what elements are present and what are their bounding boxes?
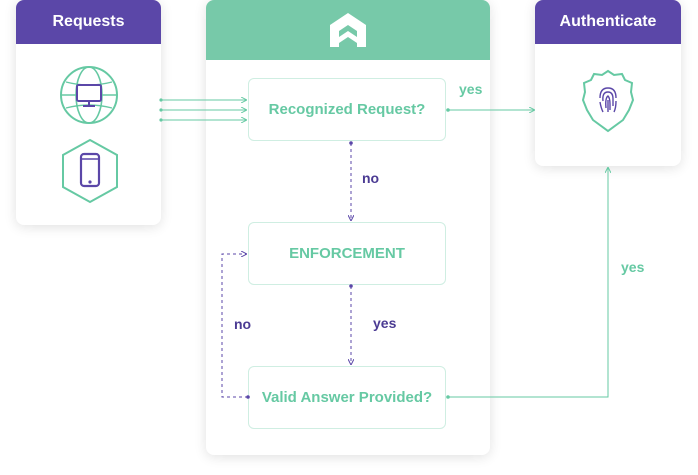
globe-monitor-icon bbox=[58, 64, 120, 131]
label-recognized-no: no bbox=[362, 170, 380, 186]
node-enforcement: ENFORCEMENT bbox=[248, 222, 446, 285]
authenticate-title: Authenticate bbox=[535, 0, 681, 44]
requests-card: Requests bbox=[16, 0, 161, 225]
fingerprint-shield-icon bbox=[581, 68, 635, 139]
hexagon-phone-icon bbox=[59, 138, 121, 209]
requests-title: Requests bbox=[16, 0, 161, 44]
node-valid-answer: Valid Answer Provided? bbox=[248, 366, 446, 429]
label-valid-no: no bbox=[234, 316, 252, 332]
logo-icon bbox=[330, 13, 366, 47]
label-valid-yes: yes bbox=[621, 259, 645, 275]
node-recognized-request: Recognized Request? bbox=[248, 78, 446, 141]
process-panel: Recognized Request? ENFORCEMENT Valid An… bbox=[206, 0, 490, 455]
panel-header bbox=[206, 0, 490, 60]
label-enforcement-yes: yes bbox=[373, 315, 397, 331]
label-recognized-yes: yes bbox=[459, 81, 483, 97]
authenticate-card: Authenticate bbox=[535, 0, 681, 166]
